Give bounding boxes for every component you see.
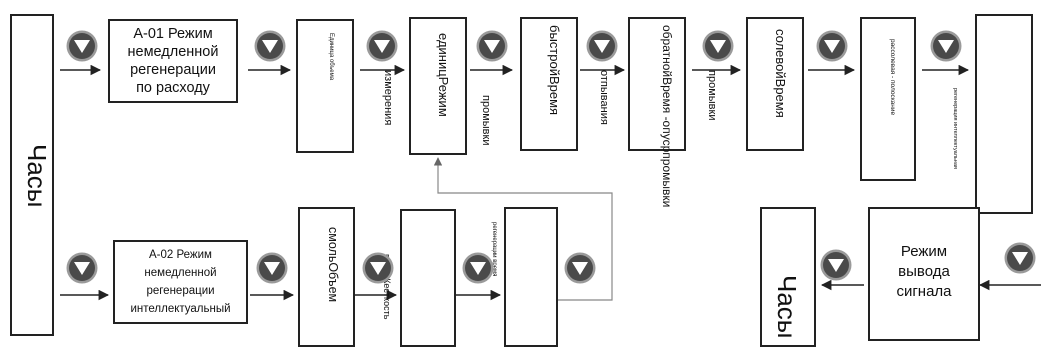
box-regeneration-time[interactable] xyxy=(504,207,558,347)
down-arrow-button-icon[interactable] xyxy=(475,29,509,63)
clock-column-right: Часы xyxy=(760,207,816,347)
box3-side-label: измерения xyxy=(382,70,394,126)
box6-side-label: промывки xyxy=(706,70,718,121)
down-arrow-button-icon[interactable] xyxy=(701,29,735,63)
down-arrow-button-icon[interactable] xyxy=(361,251,395,285)
box-brine-rinse-label: рассолевая - полоскание xyxy=(889,39,896,116)
mode-a02-label: А-02 Режим немедленной регенерации интел… xyxy=(130,249,231,315)
down-arrow-button-icon[interactable] xyxy=(65,251,99,285)
box-resin-volume[interactable]: смольОбъем xyxy=(298,207,355,347)
box-unit-volume[interactable]: Единица объема xyxy=(296,19,354,153)
box5-side-label: отпывания xyxy=(598,70,610,125)
down-arrow-button-icon[interactable] xyxy=(65,29,99,63)
box-water-hardness[interactable] xyxy=(400,209,456,347)
down-arrow-button-icon[interactable] xyxy=(461,251,495,285)
down-arrow-button-icon[interactable] xyxy=(819,248,853,282)
box8-side-label: регенерация интеллектуальная xyxy=(952,88,958,169)
down-arrow-button-icon[interactable] xyxy=(815,29,849,63)
down-arrow-button-icon[interactable] xyxy=(255,251,289,285)
box-backwash-time-label: обратнойВремя -опусрпромывки xyxy=(660,25,674,208)
mode-a01-box[interactable]: А-01 Режим немедленной регенерации по ра… xyxy=(108,19,238,103)
box-fast-time-label: быстройВремя xyxy=(547,25,562,116)
box-salt-time-label: солевойВремя xyxy=(773,29,788,118)
box-backwash-time[interactable]: обратнойВремя -опусрпромывки xyxy=(628,17,686,207)
clock-label-left: Часы xyxy=(22,144,52,208)
box-unit-volume-label: Единица объема xyxy=(328,33,334,81)
box-mode-unit-label: единицРежим xyxy=(436,33,451,117)
signal-output-mode-label: Режим вывода сигнала xyxy=(896,243,952,300)
clock-label-right: Часы xyxy=(772,275,802,339)
box4-side-label: промывки xyxy=(480,95,492,146)
feedback-loop-line xyxy=(433,157,613,301)
box-mode-unit[interactable]: единицРежим xyxy=(409,17,467,155)
mode-a01-label: А-01 Режим немедленной регенерации по ра… xyxy=(127,26,219,96)
down-arrow-button-icon[interactable] xyxy=(1003,241,1037,275)
mode-a02-box[interactable]: А-02 Режим немедленной регенерации интел… xyxy=(113,240,248,324)
clock-column-left: Часы xyxy=(10,14,54,336)
down-arrow-button-icon[interactable] xyxy=(929,29,963,63)
box-resin-volume-label: смольОбъем xyxy=(326,227,340,303)
box-fast-time[interactable]: быстройВремя xyxy=(520,17,578,151)
down-arrow-button-icon[interactable] xyxy=(253,29,287,63)
box-salt-time[interactable]: солевойВремя xyxy=(746,17,804,151)
box-intelligent-regeneration[interactable] xyxy=(975,14,1033,214)
down-arrow-button-icon[interactable] xyxy=(365,29,399,63)
signal-output-mode-box[interactable]: Режим вывода сигнала xyxy=(868,207,980,341)
down-arrow-button-icon[interactable] xyxy=(563,251,597,285)
box-brine-rinse[interactable]: рассолевая - полоскание xyxy=(860,17,916,181)
down-arrow-button-icon[interactable] xyxy=(585,29,619,63)
